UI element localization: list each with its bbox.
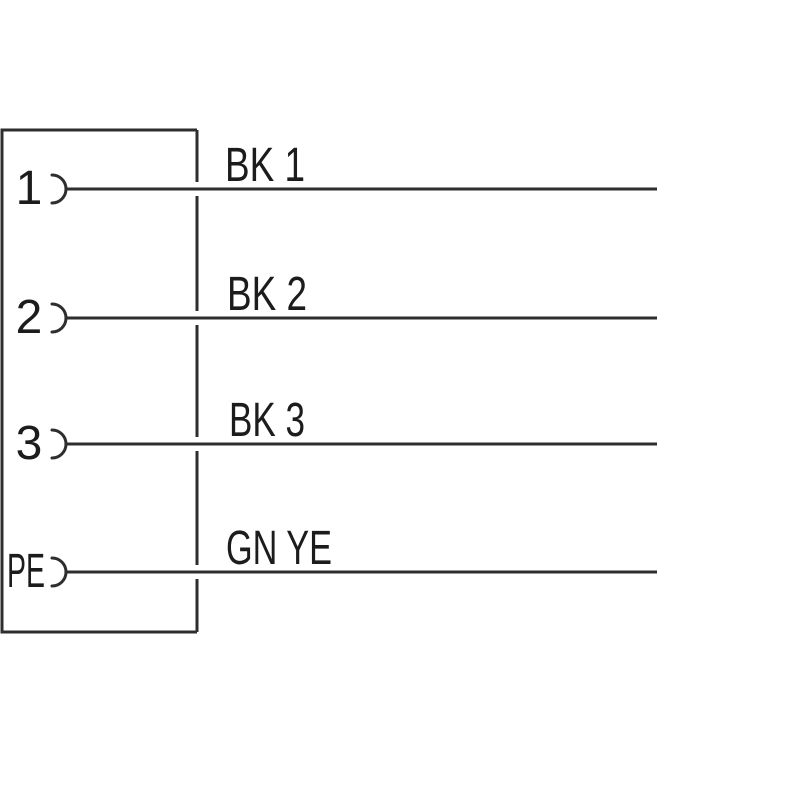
pin-row-3: 3 BK 3 [16,394,657,470]
pin-number: 2 [16,291,43,344]
socket-contact-icon [50,173,68,205]
connector-body-outline [0,128,197,634]
pin-number: 1 [16,162,43,215]
wire-color-label: BK 2 [227,268,307,321]
socket-contact-icon [50,302,68,334]
pin-row-2: 2 BK 2 [16,268,657,344]
pin-row-1: 1 BK 1 [16,139,657,215]
wire-color-label: BK 3 [229,394,305,447]
pin-number: PE [7,545,45,598]
wire-color-label: GN YE [226,522,332,575]
socket-contact-icon [50,556,68,588]
pin-number: 3 [16,417,43,470]
pin-row-pe: PE GN YE [7,522,657,598]
socket-contact-icon [50,428,68,460]
wire-color-label: BK 1 [225,139,305,192]
